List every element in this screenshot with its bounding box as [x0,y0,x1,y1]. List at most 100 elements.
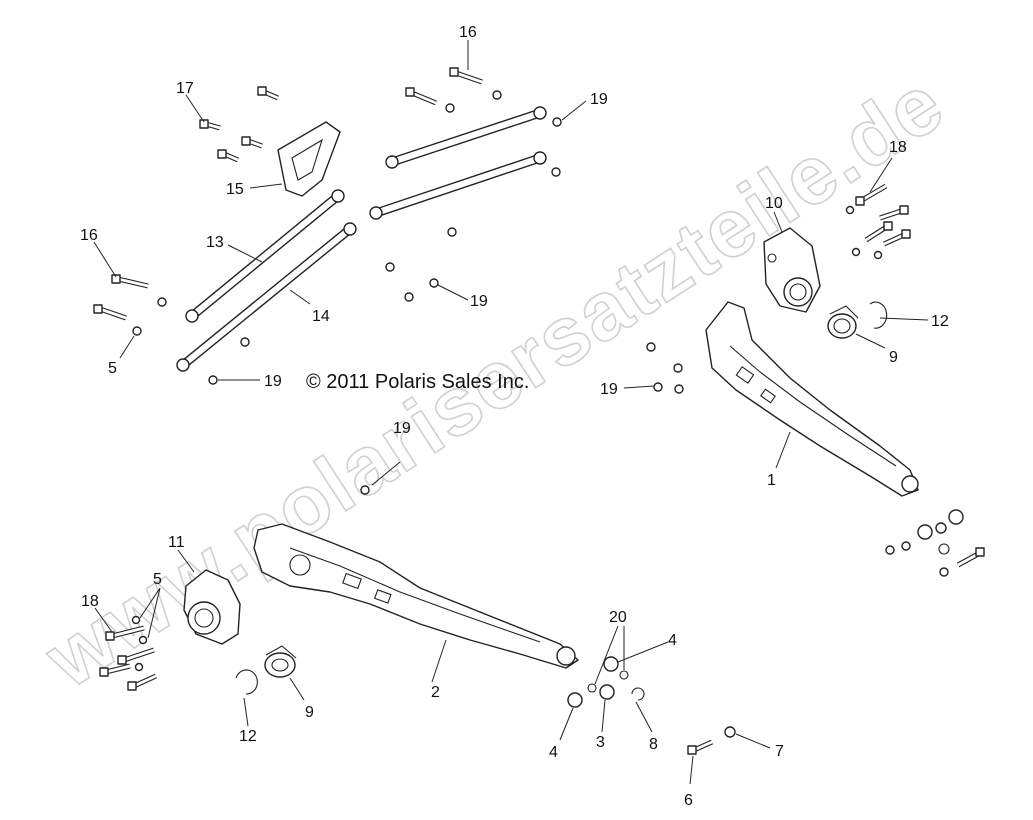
bushing [948,509,964,525]
nut [673,363,683,373]
link-rod-14 [176,222,357,372]
snap-ring-12-left [235,669,258,695]
washer [445,103,455,113]
callout-9: 9 [305,704,314,721]
bushing-3 [599,684,615,700]
nut [492,90,502,100]
callout-16: 16 [80,227,98,244]
link-rod-13 [185,189,345,323]
snap-ring-8 [631,687,645,701]
bearing-9-right [827,305,859,339]
callout-4: 4 [668,632,677,649]
nut [646,342,656,352]
callout-18: 18 [889,139,907,156]
bolt-left-2 [241,136,263,149]
nut-19 [552,117,562,127]
copyright-notice: © 2011 Polaris Sales Inc. [306,371,529,393]
lower-rod [369,151,547,220]
bushing-4 [567,692,583,708]
bearing-9-left [264,645,297,678]
washer-20 [587,683,597,693]
bracket-15 [277,121,341,197]
washer [873,250,883,260]
nut-19 [360,485,370,495]
washer [157,297,167,307]
washer [851,247,861,257]
bolts [93,67,985,755]
washer-5 [132,326,142,336]
bolt-right-lower [956,547,985,568]
bolt-16-top [449,67,483,85]
nut [240,337,250,347]
callout-5: 5 [153,571,162,588]
bearing-carrier-11 [183,569,241,645]
callout-19: 19 [590,91,608,108]
callout-16: 16 [459,24,477,41]
bolt-left-lower-2 [117,647,155,665]
nut [885,545,895,555]
callout-17: 17 [176,80,194,97]
callout-6: 6 [684,792,693,809]
nut [385,262,395,272]
callout-4: 4 [549,744,558,761]
bolt-left-4 [93,304,127,321]
bolt-16-left [111,274,149,289]
bolt-left-1 [257,86,279,101]
callout-12: 12 [931,313,949,330]
callout-10: 10 [765,195,783,212]
nut [447,227,457,237]
washer [901,541,911,551]
trailing-arm-2 [253,523,579,669]
callout-19: 19 [264,373,282,390]
snap-ring [938,543,950,555]
callout-9: 9 [889,349,898,366]
bolt-left-lower-3 [99,663,131,677]
washer [845,205,855,215]
callout-19: 19 [393,420,411,437]
bolt-right-3 [864,221,893,243]
callouts: 16 19 17 15 16 13 14 5 19 19 © 2011 Pola… [80,24,949,809]
callout-14: 14 [312,308,330,325]
nut-19 [208,375,218,385]
bushing-4 [603,656,619,672]
callout-20: 20 [609,609,627,626]
bolt-18-left [105,625,145,641]
nut-19 [429,278,439,288]
trailing-arm-1 [705,301,919,497]
callout-2: 2 [431,684,440,701]
bolt-17 [199,119,221,131]
bolt-right-4 [882,229,911,247]
bolt-18-right [855,183,888,206]
nut [674,384,684,394]
callout-13: 13 [206,234,224,251]
callout-11: 11 [168,534,185,551]
callout-19: 19 [470,293,488,310]
callout-19: 19 [600,381,618,398]
callout-8: 8 [649,736,658,753]
callout-18: 18 [81,593,99,610]
washer-5 [131,615,141,625]
callout-3: 3 [596,734,605,751]
bolt-top-mid [405,87,437,106]
nut [551,167,561,177]
bolt-left-3 [217,149,239,163]
upper-rod [385,106,547,169]
bushing [917,524,933,540]
nut-7 [724,726,736,738]
callout-1: 1 [767,472,776,489]
callout-5: 5 [108,360,117,377]
bolt-6 [687,739,714,755]
washer-20 [619,670,629,680]
bolt-left-lower-4 [127,673,158,691]
bearing-carrier-10 [763,227,821,313]
nut [404,292,414,302]
washer [134,662,144,672]
callout-15: 15 [226,181,244,198]
bushing [935,522,947,534]
nut [939,567,949,577]
washer-5 [138,635,148,645]
snap-ring-12-right [869,301,888,329]
nuts-washers [131,90,964,738]
